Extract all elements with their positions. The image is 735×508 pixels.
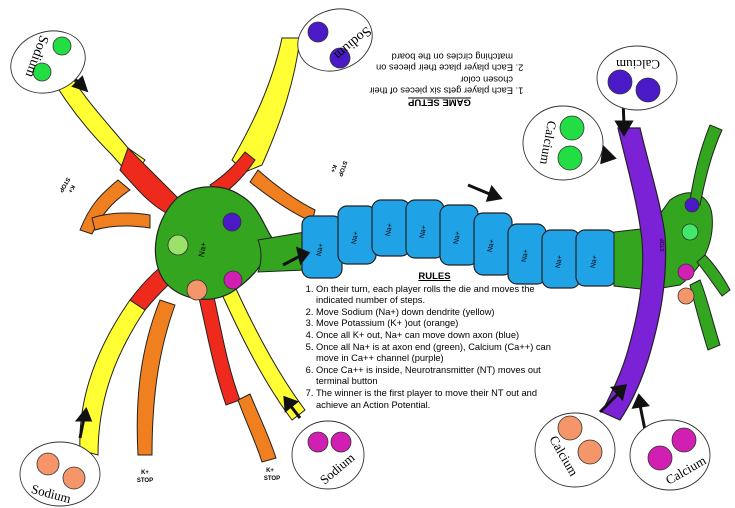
- arrow: [468, 185, 492, 195]
- rule-item: Once Ca++ is inside, Neurotransmitter (N…: [316, 365, 567, 388]
- piece-sodium-magenta: [331, 432, 351, 452]
- rule-item: Once all K+ out, Na+ can move down axon …: [316, 330, 567, 342]
- potassium-branch-upper: [250, 170, 315, 222]
- arrow-head: [78, 410, 90, 420]
- calcium-group-green: Calcium: [523, 106, 603, 180]
- dendrite-lower-left: [80, 300, 145, 455]
- piece-sodium: [53, 37, 71, 55]
- piece-calcium-magenta: [672, 428, 696, 452]
- k-stop-label: K+: [329, 164, 337, 174]
- piece-calcium: [608, 70, 632, 94]
- rules-title: RULES: [302, 271, 567, 283]
- k-stop-label: K+: [141, 470, 149, 476]
- sodium-group-bottom: Sodium: [292, 421, 364, 489]
- piece-potassium: [168, 235, 188, 255]
- piece-sodium-purple: [224, 271, 242, 289]
- piece-calcium: [636, 78, 660, 102]
- rule-item: The winner is the first player to move t…: [316, 388, 567, 411]
- calcium-group-top: Calcium: [597, 46, 677, 110]
- terminal-branch: [690, 280, 720, 350]
- piece-calcium-orange: [578, 440, 602, 464]
- setup-item: Each player place their pieces on matchi…: [352, 50, 513, 73]
- calcium-group-magenta: Calcium: [630, 420, 710, 490]
- piece-terminal: [678, 264, 694, 280]
- arrow-head: [602, 148, 614, 162]
- setup-title: GAME SETUP: [352, 96, 527, 108]
- piece-calcium-magenta: [648, 446, 672, 470]
- rule-item: Move Potassium (K+ )out (orange): [316, 318, 567, 330]
- rule-item: Once all Na+ is at axon end (green), Cal…: [316, 342, 567, 365]
- piece-calcium-orange: [187, 280, 207, 300]
- sodium-group-bottom-left: Sodium: [20, 442, 100, 506]
- piece-calcium-green: [558, 146, 582, 170]
- piece-sodium-orange: [37, 453, 59, 475]
- calcium-group-orange: Calcium: [535, 413, 615, 487]
- piece-terminal: [685, 198, 699, 212]
- piece-sodium-orange: [63, 467, 85, 489]
- arrow-head: [634, 396, 647, 407]
- k-stop-label: K+: [266, 468, 274, 474]
- potassium-branch-lower: [238, 394, 276, 462]
- rule-item: On their turn, each player rolls the die…: [316, 284, 567, 307]
- piece-calcium-purple: [223, 213, 241, 231]
- rules-panel: RULES On their turn, each player rolls t…: [302, 271, 567, 411]
- rule-item: Move Sodium (Na+) down dendrite (yellow): [316, 307, 567, 319]
- potassium-branch-lower-left: [137, 300, 175, 455]
- dendrite-upper: [232, 38, 300, 172]
- terminal-stop-label: STOP: [660, 238, 666, 252]
- arrow: [640, 405, 645, 430]
- calcium-label: Calcium: [616, 57, 660, 72]
- potassium-branch-left: [92, 213, 150, 230]
- arrow-head: [488, 188, 500, 200]
- k-stop-label: STOP: [264, 476, 280, 482]
- terminal-branch: [690, 125, 722, 205]
- piece-terminal: [682, 224, 698, 240]
- setup-item: Each player gets six pieces of their cho…: [352, 73, 513, 96]
- game-setup: GAME SETUP Each player gets six pieces o…: [352, 50, 527, 108]
- piece-terminal: [678, 288, 694, 304]
- piece-sodium-magenta: [308, 432, 328, 452]
- k-stop-label: STOP: [137, 478, 153, 484]
- piece-calcium-green: [560, 116, 584, 140]
- piece-sodium-purple: [308, 22, 328, 42]
- k-stop-label: STOP: [336, 160, 347, 177]
